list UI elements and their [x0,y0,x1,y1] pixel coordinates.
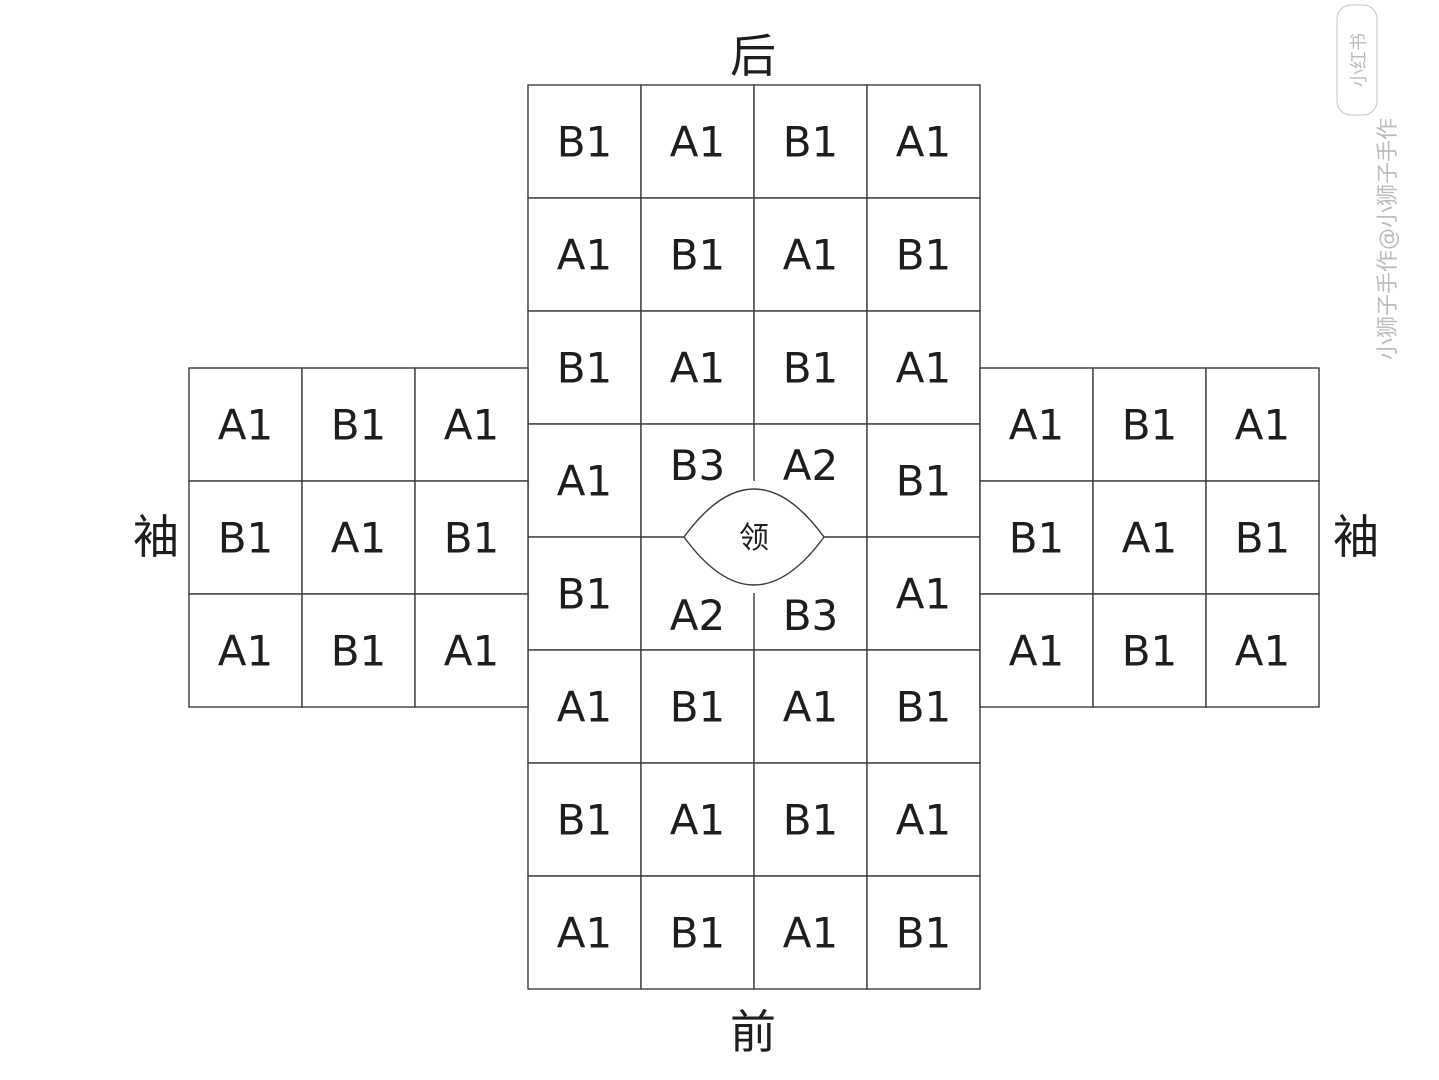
body-cell [527,875,642,990]
collar-shape [683,488,825,586]
body-cell [753,762,868,877]
sleeve-left-cell-label: B1 [331,401,387,450]
body-cell-label: A1 [557,457,612,506]
body-cell [527,310,642,425]
sleeve-right-cell-label: A1 [1122,514,1177,563]
body-cell-label: B1 [896,683,952,732]
sleeve-right-cell-label: A1 [1009,401,1064,450]
sleeve-left-cell [188,367,303,482]
sleeve-left-cell [301,593,416,708]
sleeve-right-cell [979,480,1094,595]
grid-panels: B1A1B1A1A1B1A1B1B1A1B1A1A1B3A2B1B1A2B3A1… [188,84,1320,990]
sleeve-right-cell-label: A1 [1235,401,1290,450]
collar-label: 领 [739,521,769,556]
sleeve-left-cell [188,593,303,708]
sleeve-right-cell [1092,593,1207,708]
body-cell [866,875,981,990]
body-cell-label: B1 [783,118,839,167]
body-cell [527,423,642,538]
body-cell-label: A1 [557,683,612,732]
sleeve-right-cell [979,593,1094,708]
sleeve-left-cell-label: A1 [444,627,499,676]
body-cell-label: B1 [670,231,726,280]
watermark-badge: 小红书 [1349,33,1370,87]
body-cell-label: A1 [896,344,951,393]
sleeve-right-cell [1092,480,1207,595]
sleeve-left-cell-label: A1 [444,401,499,450]
sleeve-left-cell [188,480,303,595]
front-label: 前 [730,1005,776,1059]
sleeve-right-cell [1205,593,1320,708]
body-cell [866,649,981,764]
sleeve-right-cell-label: A1 [1009,627,1064,676]
body-cell-label: A1 [670,344,725,393]
body-cell-label: B1 [783,796,839,845]
sleeve-left-cell-label: B1 [218,514,274,563]
sleeve-right-cell [1205,480,1320,595]
body-cell-label: B1 [557,344,613,393]
sleeve-left-cell-label: A1 [218,627,273,676]
body-cell-label: A1 [557,909,612,958]
body-cell [640,875,755,990]
body-cell [866,310,981,425]
body-cell-label: B1 [896,457,952,506]
body-cell [527,84,642,199]
sleeve-left-cell [414,367,529,482]
sleeve-right-cell-label: B1 [1235,514,1291,563]
body-cell-label: A1 [783,231,838,280]
back-label: 后 [730,29,776,83]
sleeve-left-cell [301,367,416,482]
sleeve-right-cell [1205,367,1320,482]
sleeve-left-cell-label: B1 [331,627,387,676]
body-cell [527,536,642,651]
sleeve-left-label: 袖 [133,510,179,564]
sleeve-left-cell-label: A1 [331,514,386,563]
body-cell-label: A2 [783,441,838,490]
sleeve-right-cell-label: B1 [1122,401,1178,450]
body-cell-label: B1 [557,118,613,167]
watermark-badge-frame [1336,4,1378,116]
body-cell-label: B3 [783,591,839,640]
body-cell-label: A1 [670,118,725,167]
sleeve-right-cell-label: B1 [1122,627,1178,676]
body-cell-label: A1 [783,683,838,732]
body-cell [866,197,981,312]
body-cell-label: B1 [896,909,952,958]
body-cell-label: A1 [896,796,951,845]
body-cell-label: A2 [670,591,725,640]
body-cell [527,649,642,764]
body-cell-label: A1 [557,231,612,280]
watermark: 小狮子手作@小狮子手作 小红书 [1336,4,1401,360]
body-cell-label: B1 [670,909,726,958]
sleeve-left-cell [414,593,529,708]
body-cell-label: B1 [783,344,839,393]
body-cell [866,762,981,877]
sleeve-right-label: 袖 [1333,510,1379,564]
body-cell-label: A1 [670,796,725,845]
body-cell-label: B3 [670,441,726,490]
sleeve-left-cell-label: A1 [218,401,273,450]
sleeve-right-cell-label: B1 [1009,514,1065,563]
sleeve-left-cell [301,480,416,595]
collar: 领 [683,488,825,586]
body-cell-label: A1 [896,118,951,167]
body-cell-label: B1 [557,796,613,845]
body-cell-label: B1 [896,231,952,280]
sleeve-left-cell-label: B1 [444,514,500,563]
body-cell-label: A1 [896,570,951,619]
watermark-text: 小狮子手作@小狮子手作 [1376,118,1401,360]
body-cell-label: B1 [670,683,726,732]
body-cell [753,649,868,764]
body-cell-label: B1 [557,570,613,619]
sleeve-left-cell [414,480,529,595]
body-cell-label: A1 [783,909,838,958]
body-cell [640,84,755,199]
sleeve-right-cell-label: A1 [1235,627,1290,676]
body-cell [753,197,868,312]
